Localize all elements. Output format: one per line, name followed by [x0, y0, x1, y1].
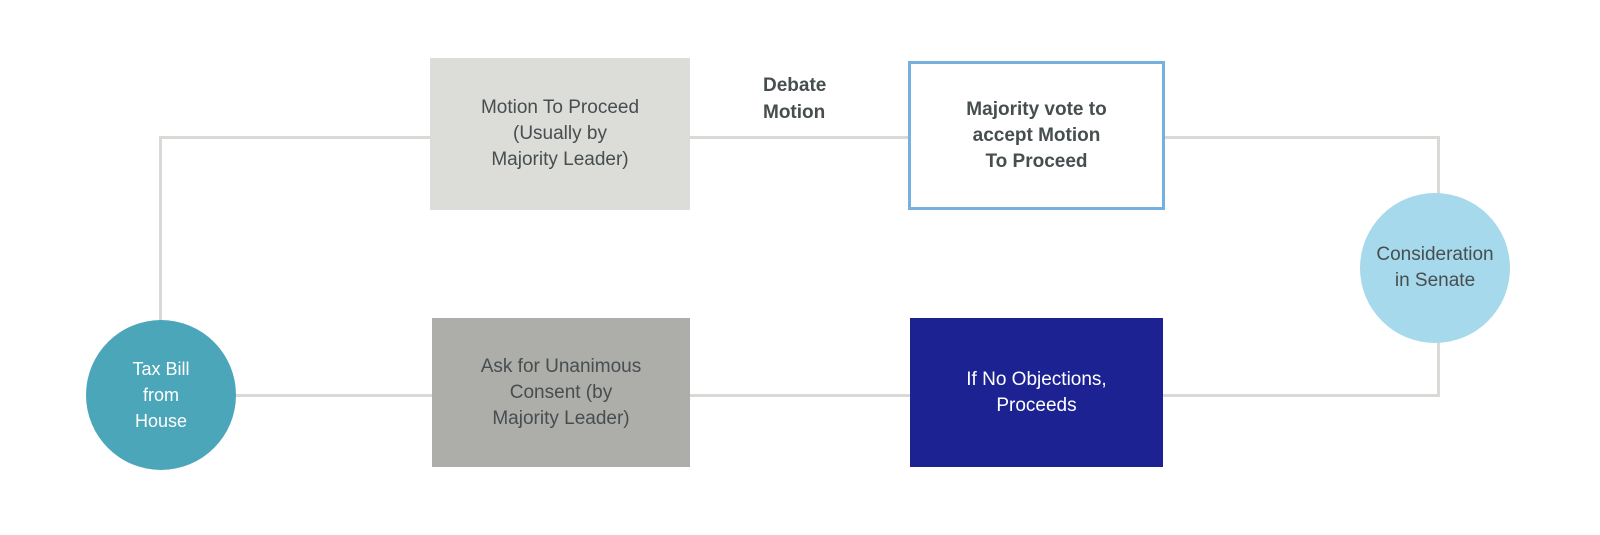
connector-tax-bill-up-vertical	[159, 136, 162, 330]
node-label-line: Ask for Unanimous	[480, 355, 642, 377]
node-label-line: (Usually by	[513, 123, 607, 144]
node-consideration-in-senate: Consideration in Senate	[1360, 193, 1510, 343]
connector-bottom-right-horizontal	[1163, 394, 1440, 397]
connector-top-middle-horizontal	[690, 136, 910, 139]
node-label-line: Consent (by	[509, 381, 613, 403]
node-label-line: Majority Leader)	[491, 149, 629, 170]
node-label-line: Majority vote to	[966, 98, 1107, 120]
connector-bottom-left-horizontal	[220, 394, 432, 397]
edge-label-debate-motion: Debate Motion	[763, 72, 826, 126]
connector-top-left-horizontal	[159, 136, 430, 139]
node-label-line: Proceeds	[996, 394, 1077, 416]
node-tax-bill-from-house: Tax Bill from House	[86, 320, 236, 470]
node-label-line: House	[134, 411, 188, 431]
connector-top-right-horizontal	[1165, 136, 1440, 139]
node-label-line: accept Motion	[972, 124, 1101, 146]
node-label-line: To Proceed	[985, 150, 1088, 172]
node-label-line: from	[143, 385, 179, 405]
connector-bottom-middle-horizontal	[690, 394, 910, 397]
node-label-line: Majority Leader)	[492, 407, 630, 429]
node-no-objections-proceeds: If No Objections, Proceeds	[910, 318, 1163, 467]
node-label-line: in Senate	[1394, 270, 1476, 291]
node-ask-unanimous-consent: Ask for Unanimous Consent (by Majority L…	[432, 318, 690, 467]
node-label-line: Consideration	[1376, 244, 1494, 265]
node-label-line: Motion To Proceed	[480, 97, 640, 118]
edge-label-line: Motion	[763, 102, 826, 123]
node-motion-to-proceed: Motion To Proceed (Usually by Majority L…	[430, 58, 690, 210]
node-label-line: If No Objections,	[966, 368, 1107, 390]
node-majority-vote-accept: Majority vote to accept Motion To Procee…	[908, 61, 1165, 210]
edge-label-line: Debate	[763, 75, 827, 96]
node-label-line: Tax Bill	[132, 359, 190, 379]
